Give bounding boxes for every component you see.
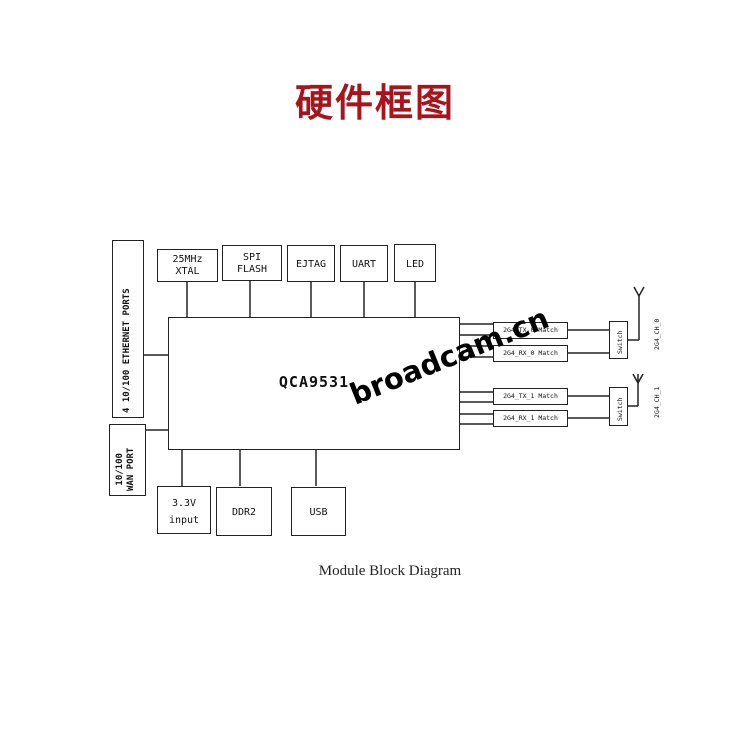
rx1-match-box: 2G4_RX_1 Match [493,410,568,427]
antenna-ch1-label: 2G4_CH_1 [653,386,661,418]
power-input-block: 3.3V input [157,486,211,534]
power-input-label: 3.3V input [168,498,200,526]
ejtag-label: EJTAG [295,259,327,270]
ddr2-block: DDR2 [216,487,272,536]
rf-switch-0-label: Switch [616,330,624,354]
usb-label: USB [309,507,328,518]
spi-flash-label: SPI FLASH [236,252,268,275]
ethernet-ports-label: 4 10/100 ETHERNET PORTS [122,288,132,413]
rx1-match-label: 2G4_RX_1 Match [503,414,558,422]
tx1-match-box: 2G4_TX_1 Match [493,388,568,405]
rf-switch-1: Switch [609,387,628,426]
ddr2-label: DDR2 [231,507,257,518]
rf-switch-1-label: Switch [616,397,624,421]
xtal-block: 25MHz XTAL [157,249,218,282]
page-title: 硬件框图 [294,81,455,125]
rx0-match-label: 2G4_RX_0 Match [503,349,558,357]
xtal-label: 25MHz XTAL [172,254,203,277]
tx1-match-label: 2G4_TX_1 Match [503,392,558,400]
usb-block: USB [291,487,346,536]
spi-flash-block: SPI FLASH [222,245,282,281]
led-block: LED [394,244,436,282]
wan-port-label: 10/100 WAN PORT [115,447,136,491]
soc-chip-label: QCA9531 [278,373,350,391]
uart-block: UART [340,245,388,282]
tx0-match-label: 2G4_TX_0 Match [503,326,558,334]
ejtag-block: EJTAG [287,245,335,282]
wan-port-block: 10/100 WAN PORT [109,424,146,496]
uart-label: UART [351,259,377,270]
soc-chip: QCA9531 [168,317,460,450]
rf-switch-0: Switch [609,321,628,359]
tx0-match-box: 2G4_TX_0 Match [493,322,568,339]
ethernet-ports-block: 4 10/100 ETHERNET PORTS [112,240,144,418]
rx0-match-box: 2G4_RX_0 Match [493,345,568,362]
antenna-ch0-label: 2G4_CH_0 [653,318,661,350]
led-label: LED [405,259,425,270]
diagram-caption: Module Block Diagram [318,563,462,579]
